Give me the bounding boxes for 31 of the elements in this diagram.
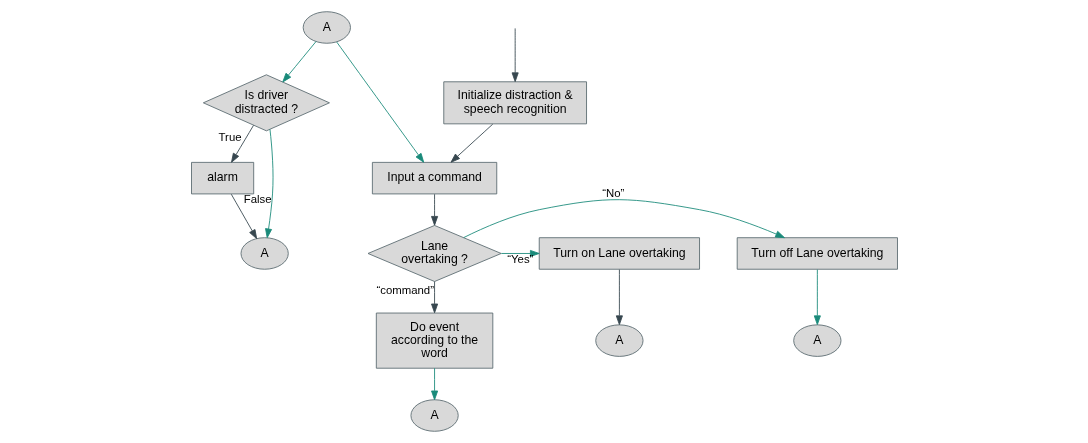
node-box: alarm (190, 161, 254, 195)
node-ellipse: A (594, 324, 643, 357)
node-box: Turn on Lane overtaking (538, 237, 700, 270)
arrow (430, 193, 438, 226)
arrow (230, 193, 257, 240)
node-box: Input a command (371, 161, 497, 195)
arrow (500, 249, 540, 257)
node-ellipse: A (792, 324, 841, 357)
edge-label: True (218, 130, 242, 143)
edge-label: False (243, 193, 272, 206)
arrow (335, 41, 424, 163)
arrow (450, 123, 493, 163)
arrow (615, 269, 623, 326)
node-ellipse: A (240, 237, 289, 270)
arrow (511, 27, 519, 83)
arrow (230, 124, 254, 163)
arrow (281, 41, 316, 83)
arrow (430, 367, 438, 401)
arrow (430, 281, 438, 314)
edge-label: “Yes” (506, 252, 533, 265)
node-diamond: Lane overtaking ? (367, 225, 502, 282)
node-box: Initialize distraction & speech recognition (442, 81, 587, 125)
node-box: Turn off Lane overtaking (736, 237, 898, 270)
arrow (264, 128, 273, 239)
node-ellipse: A (302, 11, 351, 44)
edge-label: “command” (375, 284, 434, 297)
node-ellipse: A (410, 399, 459, 432)
edge-label: “No” (601, 186, 624, 199)
arrow (813, 269, 821, 326)
arrow (462, 199, 785, 239)
node-box: Do event according to the word (375, 312, 493, 369)
